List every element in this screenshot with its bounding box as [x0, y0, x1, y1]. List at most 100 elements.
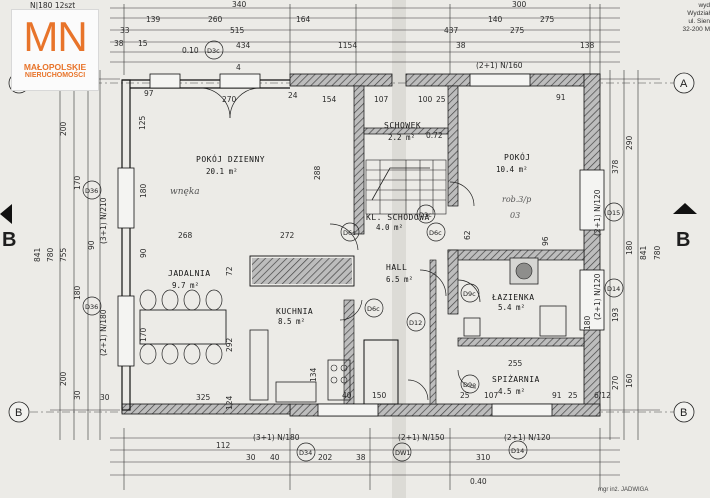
- window-annotations: (2+1) N/160 (3+1) N/180 (2+1) N/150 (2+1…: [99, 61, 602, 442]
- room-pantry-area: 4.5 m²: [498, 387, 525, 396]
- svg-text:270: 270: [611, 375, 620, 390]
- svg-text:255: 255: [508, 359, 523, 368]
- svg-text:124: 124: [225, 395, 234, 410]
- svg-text:30: 30: [246, 453, 256, 462]
- svg-text:180: 180: [73, 285, 82, 300]
- svg-text:rob.3/p: rob.3/p: [502, 195, 531, 204]
- room-storage-name: SCHOWEK: [384, 121, 421, 130]
- svg-text:D3c: D3c: [207, 47, 220, 55]
- svg-text:164: 164: [296, 15, 311, 24]
- svg-text:25: 25: [460, 391, 470, 400]
- section-mark-right: B: [676, 229, 690, 251]
- room-bedroom-area: 10.4 m²: [496, 165, 528, 174]
- stamp-line-1: wyd: [698, 2, 710, 9]
- svg-text:140: 140: [488, 15, 503, 24]
- logo-line-1: MAŁOPOLSKIE: [23, 62, 87, 72]
- bottom-dimension-lines: [110, 428, 620, 490]
- svg-text:DW1: DW1: [395, 449, 411, 457]
- svg-text:90: 90: [87, 240, 96, 250]
- room-bathroom-area: 5.4 m²: [498, 303, 525, 312]
- svg-text:D6c: D6c: [367, 305, 380, 313]
- section-markers: [0, 203, 697, 224]
- svg-text:30: 30: [100, 393, 110, 402]
- stamp-line-3: ul. Sien: [688, 18, 710, 25]
- room-kitchen-name: KUCHNIA: [276, 307, 313, 316]
- svg-text:(2+1) N/180: (2+1) N/180: [99, 309, 108, 356]
- svg-text:24: 24: [288, 91, 298, 100]
- svg-text:340: 340: [232, 0, 247, 9]
- axis-b-left-label: B: [15, 407, 22, 419]
- svg-text:0.10: 0.10: [182, 46, 199, 55]
- svg-text:780: 780: [653, 245, 662, 260]
- svg-text:170: 170: [139, 327, 148, 342]
- room-bathroom-name: ŁAZIENKA: [491, 293, 535, 302]
- svg-text:310: 310: [476, 453, 491, 462]
- svg-text:40: 40: [270, 453, 280, 462]
- svg-text:(3+1) N/180: (3+1) N/180: [253, 433, 300, 442]
- svg-text:150: 150: [372, 391, 387, 400]
- svg-text:434: 434: [236, 41, 251, 50]
- svg-text:755: 755: [59, 247, 68, 262]
- svg-text:03: 03: [510, 211, 520, 220]
- svg-text:D15: D15: [607, 209, 620, 217]
- svg-text:(3+1) N/210: (3+1) N/210: [99, 197, 108, 244]
- office-stamp: wyd Wydział ul. Sien 32-200 M: [642, 0, 710, 46]
- room-hall-name: HALL: [386, 263, 407, 272]
- svg-text:841: 841: [33, 247, 42, 262]
- stamp-line-4: 32-200 M: [682, 26, 710, 33]
- svg-text:D9c: D9c: [463, 290, 476, 298]
- svg-text:272: 272: [280, 231, 295, 240]
- handwritten-notes: wnęka rob.3/p 03: [170, 187, 531, 220]
- staircase: [365, 159, 447, 215]
- svg-text:(2+1) N/120: (2+1) N/120: [593, 189, 602, 236]
- svg-text:6/12: 6/12: [594, 391, 611, 400]
- svg-text:D14: D14: [607, 285, 620, 293]
- svg-text:515: 515: [230, 26, 245, 35]
- svg-text:38: 38: [114, 39, 124, 48]
- room-pantry-name: SPIŻARNIA: [492, 374, 540, 384]
- door-swings: [199, 87, 481, 401]
- svg-text:202: 202: [318, 453, 333, 462]
- room-dining-area: 9.7 m²: [172, 281, 199, 290]
- svg-text:38: 38: [456, 41, 466, 50]
- right-dimension-labels: 290 378 780 841 180 193 160 270: [611, 135, 662, 390]
- svg-text:40: 40: [342, 391, 352, 400]
- svg-text:D12: D12: [409, 319, 422, 327]
- logo-mark: MN: [23, 13, 87, 60]
- stamp-line-2: Wydział: [687, 10, 710, 17]
- top-dimension-lines: [110, 4, 620, 75]
- svg-text:D9e: D9e: [463, 381, 476, 389]
- svg-text:275: 275: [510, 26, 525, 35]
- svg-text:62: 62: [463, 230, 472, 240]
- axis-a-right-label: A: [680, 78, 688, 90]
- svg-text:200: 200: [59, 371, 68, 386]
- svg-text:180: 180: [583, 315, 592, 330]
- svg-text:288: 288: [313, 165, 322, 180]
- svg-text:(2+1) N/150: (2+1) N/150: [398, 433, 445, 442]
- interior-dimension-labels: 268 272 288 72 134 292 124 90 180 170 0.…: [139, 46, 592, 486]
- svg-text:4: 4: [236, 63, 241, 72]
- svg-text:139: 139: [146, 15, 161, 24]
- svg-text:97: 97: [144, 89, 154, 98]
- svg-text:25: 25: [568, 391, 578, 400]
- svg-text:D6c: D6c: [343, 229, 356, 237]
- room-stairs-area: 4.0 m²: [376, 223, 403, 232]
- svg-text:437: 437: [444, 26, 459, 35]
- top-dimension-labels: 340 300 139 260 164 140 275 515 434 4 38…: [114, 0, 595, 104]
- svg-text:91: 91: [552, 391, 562, 400]
- svg-text:33: 33: [120, 26, 130, 35]
- room-living-area: 20.1 m²: [206, 167, 238, 176]
- svg-text:292: 292: [225, 337, 234, 352]
- dining-table: [139, 289, 227, 365]
- svg-text:154: 154: [322, 95, 337, 104]
- svg-text:(2+1) N/120: (2+1) N/120: [593, 273, 602, 320]
- svg-text:1154: 1154: [338, 41, 357, 50]
- svg-text:125: 125: [138, 115, 147, 130]
- svg-text:112: 112: [216, 441, 231, 450]
- svg-text:D6c: D6c: [429, 229, 442, 237]
- room-hall-area: 6.5 m²: [386, 275, 413, 284]
- svg-text:300: 300: [512, 0, 527, 9]
- svg-text:160: 160: [625, 373, 634, 388]
- room-kitchen-area: 8.5 m²: [278, 317, 305, 326]
